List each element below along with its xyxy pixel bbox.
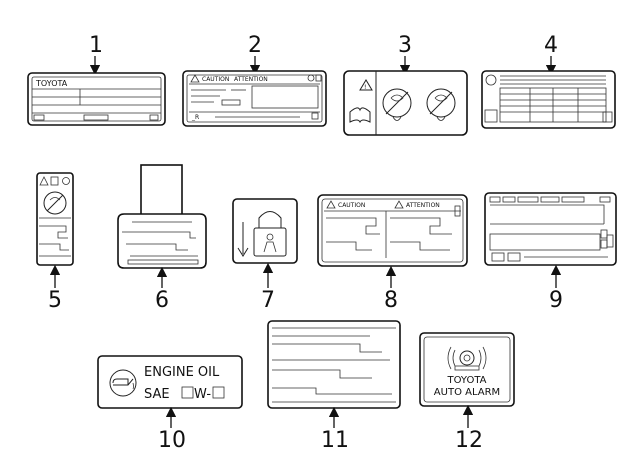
label-2-caution-plate: 2 CAUTION ATTENTION _R [182,33,327,127]
callout-1: 1 [89,33,103,58]
callout-5: 5 [48,288,62,313]
svg-text:!: ! [364,84,366,91]
label-12-auto-alarm-plate: TOYOTA AUTO ALARM 12 [419,332,515,453]
label-5-tall-plate: 5 [36,172,74,313]
label-4-table-plate: 4 [481,33,616,129]
label-11-text-plate: 11 [267,320,401,453]
label-9-wide-plate: 9 [484,192,617,313]
label-10-line2b: W- [194,387,211,402]
label-2-attention-text: ATTENTION [234,76,268,83]
label-1-brand-text: TOYOTA [35,79,68,88]
callout-7: 7 [261,288,275,313]
label-10-line2a: SAE [144,387,170,402]
label-12-line1: TOYOTA [446,375,486,386]
callout-4: 4 [544,33,558,58]
callout-11: 11 [321,428,349,453]
label-2-caution-text: CAUTION [202,76,229,83]
label-8-attention-text: ATTENTION [406,202,440,209]
label-7-lock-plate: 7 [232,198,298,313]
label-10-line1: ENGINE OIL [144,365,220,380]
callout-3: 3 [398,33,412,58]
callout-9: 9 [549,288,563,313]
label-12-line2: AUTO ALARM [434,387,500,398]
label-10-engine-oil-plate: ENGINE OIL SAE W- 10 [97,355,243,453]
label-1-toyota-plate: 1 TOYOTA [27,33,166,126]
label-8-caution-plate: CAUTION ATTENTION 8 [317,194,468,313]
callout-8: 8 [384,288,398,313]
callout-10: 10 [158,428,186,453]
callout-12: 12 [455,428,483,453]
label-3-pictogram-plate: 3 ! [343,33,468,136]
label-8-caution-text: CAUTION [338,202,365,209]
callout-2: 2 [248,33,262,58]
callout-6: 6 [155,288,169,313]
label-6-tag-plate: 6 [117,164,207,313]
svg-text:_R: _R [191,114,199,121]
